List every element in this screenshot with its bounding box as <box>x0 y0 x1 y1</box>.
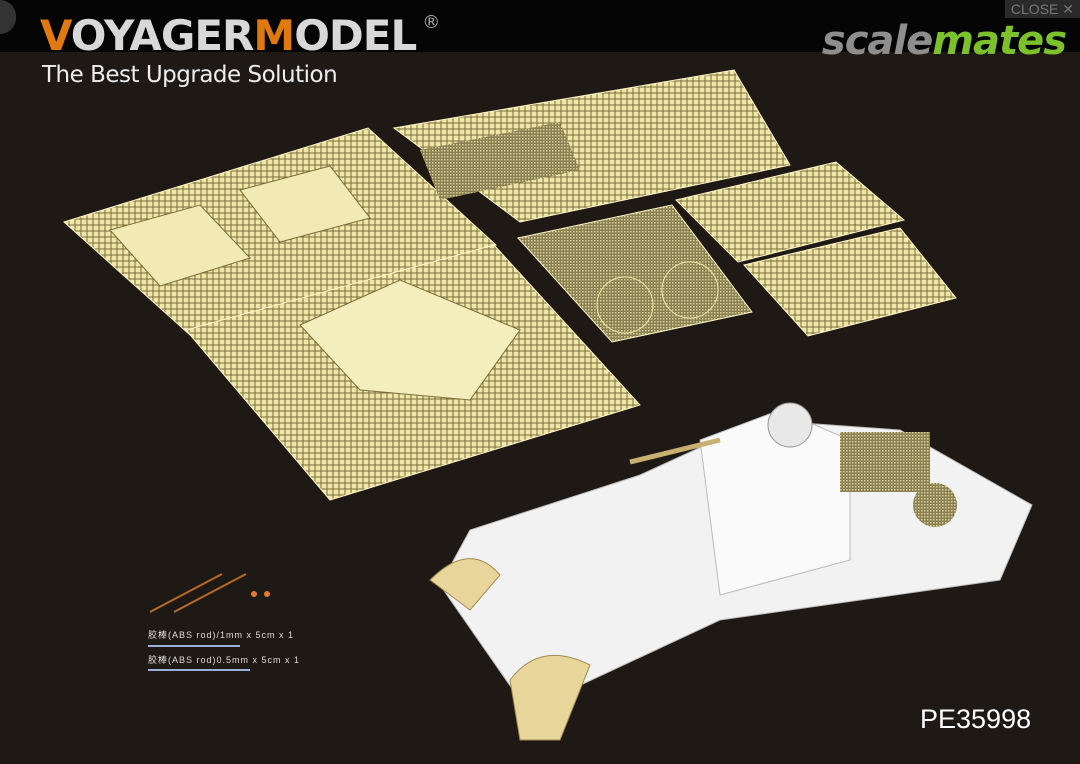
brand-slogan: The Best Upgrade Solution <box>42 62 338 88</box>
chevron-left-icon[interactable] <box>0 0 16 34</box>
fret-sheet-1 <box>63 127 497 336</box>
rod-underline-1 <box>148 645 240 647</box>
close-button[interactable]: CLOSE ✕ <box>1004 0 1080 18</box>
fret-sheet-3 <box>185 244 641 501</box>
fret-sheet-2 <box>392 69 791 223</box>
fret-sheet-6 <box>743 227 957 337</box>
brand-logo: VOYAGERMODEL® <box>40 11 440 60</box>
tank-hull-model <box>429 402 1033 741</box>
registered-mark: ® <box>422 12 440 33</box>
rod-underline-2 <box>148 669 250 671</box>
fret-sheet-4 <box>517 204 753 343</box>
product-code: PE35998 <box>920 704 1032 734</box>
close-label: CLOSE <box>1010 1 1059 17</box>
rod-label-1: 胶棒(ABS rod)/1mm x 5cm x 1 <box>148 630 295 640</box>
x-icon: ✕ <box>1062 1 1074 17</box>
scalemates-logo[interactable]: scalemates <box>821 18 1067 64</box>
abs-rods <box>149 573 270 613</box>
lightbox-top-bar <box>0 0 1080 52</box>
rod-label-2: 胶棒(ABS rod)0.5mm x 5cm x 1 <box>148 655 301 665</box>
fret-sheet-5 <box>675 161 906 263</box>
